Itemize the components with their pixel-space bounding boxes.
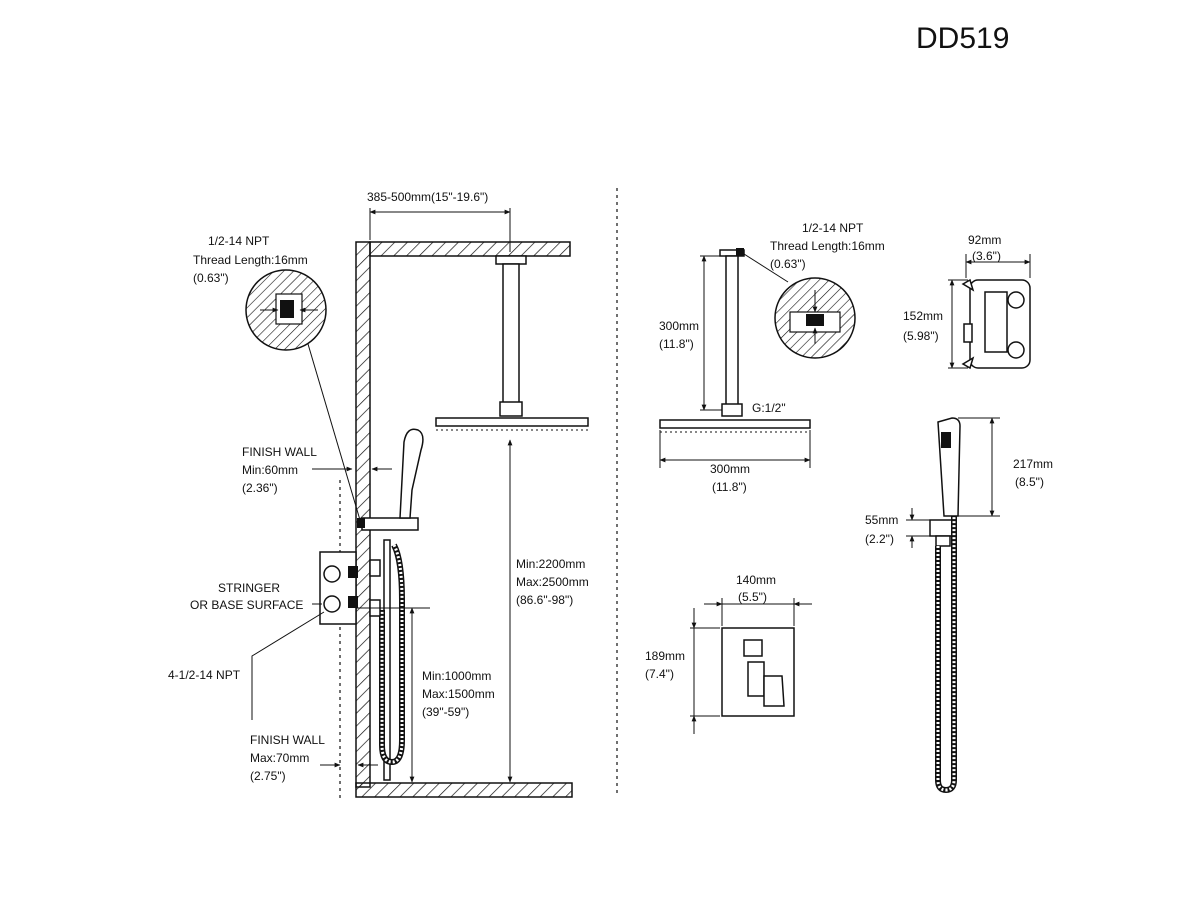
holder-height-mm: 55mm: [865, 513, 898, 527]
ceiling-section: [369, 241, 571, 257]
inlet-npt-label: 4-1/2-14 NPT: [168, 668, 241, 682]
finish-wall-max-value: Max:70mm: [250, 751, 309, 765]
npt-detail-line-1: 1/2-14 NPT: [208, 234, 270, 248]
stringer-line-1: STRINGER: [218, 581, 280, 595]
shower-head-view: 300mm (11.8") G:1/2" 300mm (11.8") 1/2-1…: [659, 221, 885, 494]
arm-npt-line-2: Thread Length:16mm: [770, 239, 885, 253]
trim-plate-view: 140mm (5.5") 189mm (7.4"): [645, 573, 812, 734]
hand-shower-hose: [935, 516, 957, 794]
arm-span-label: 385-500mm(15"-19.6"): [367, 190, 488, 204]
model-number: DD519: [916, 22, 1009, 55]
shower-arm: [725, 255, 739, 407]
hand-shower-length-mm: 217mm: [1013, 457, 1053, 471]
trim-width-inch: (5.5"): [738, 590, 767, 604]
hand-shower: [399, 428, 424, 519]
valve-width-inch: (3.6"): [972, 249, 1001, 263]
rain-shower-head: [435, 417, 589, 427]
finish-wall-max-inch: (2.75"): [250, 769, 286, 783]
holder-height-inch: (2.2"): [865, 532, 894, 546]
finish-wall-min-value: Min:60mm: [242, 463, 298, 477]
trim-width-mm: 140mm: [736, 573, 776, 587]
finish-wall-min-inch: (2.36"): [242, 481, 278, 495]
valve-width-mm: 92mm: [968, 233, 1001, 247]
head-width-inch: (11.8"): [712, 480, 747, 494]
arm-length-mm: 300mm: [659, 319, 699, 333]
hand-shower-length-inch: (8.5"): [1015, 475, 1044, 489]
floor-section: [355, 782, 573, 798]
rain-head-detail: [659, 419, 811, 429]
finish-wall-max-title: FINISH WALL: [250, 733, 325, 747]
hand-shower-view: 217mm (8.5") 55mm (2.2"): [865, 417, 1053, 794]
head-height-inch: (86.6"-98"): [516, 593, 573, 607]
trim-height-mm: 189mm: [645, 649, 685, 663]
head-height-max: Max:2500mm: [516, 575, 589, 589]
valve-body: [319, 551, 357, 625]
arm-npt-line-3: (0.63"): [770, 257, 806, 271]
arm-length-inch: (11.8"): [659, 337, 694, 351]
thread-label: G:1/2": [752, 401, 786, 415]
finish-wall-min-title: FINISH WALL: [242, 445, 317, 459]
npt-detail-line-3: (0.63"): [193, 271, 229, 285]
npt-detail-line-2: Thread Length:16mm: [193, 253, 308, 267]
slide-height-max: Max:1500mm: [422, 687, 495, 701]
valve-height-inch: (5.98"): [903, 329, 939, 343]
slide-height-inch: (39"-59"): [422, 705, 469, 719]
head-width-mm: 300mm: [710, 462, 750, 476]
valve-body-view: 92mm (3.6") 152mm (5.98"): [903, 233, 1031, 370]
ceiling-arm: [502, 263, 520, 415]
slide-bar-holder: [361, 517, 419, 531]
stringer-line-2: OR BASE SURFACE: [190, 598, 303, 612]
arm-npt-line-1: 1/2-14 NPT: [802, 221, 864, 235]
ceiling-flange: [495, 255, 527, 265]
valve-height-mm: 152mm: [903, 309, 943, 323]
slide-height-min: Min:1000mm: [422, 669, 491, 683]
trim-height-inch: (7.4"): [645, 667, 674, 681]
installation-view: 385-500mm(15"-19.6") 1/2-14 NPT Thread L…: [168, 190, 589, 800]
head-height-min: Min:2200mm: [516, 557, 585, 571]
